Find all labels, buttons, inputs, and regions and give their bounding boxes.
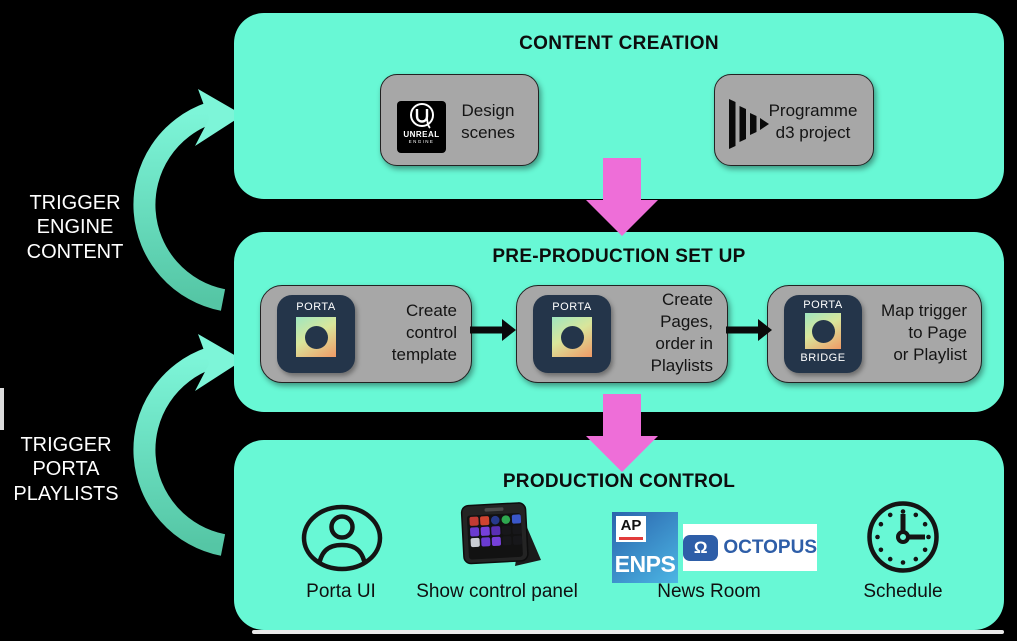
design-scenes-card: UNREAL ENGINE Design scenes xyxy=(380,74,539,166)
show-control-panel-label: Show control panel xyxy=(416,581,578,602)
porta-bridge-word: BRIDGE xyxy=(800,352,846,364)
create-control-template-card: PORTA Create control template xyxy=(260,285,472,383)
enps-logo-word: ENPS xyxy=(614,551,676,577)
create-control-template-label: Create control template xyxy=(391,301,457,365)
step-right-arrow-icon xyxy=(470,319,516,341)
flow-down-arrow-icon xyxy=(586,158,658,236)
trigger-porta-arrow-icon xyxy=(133,334,243,556)
trigger-engine-arrow-icon xyxy=(133,89,243,311)
pre-production-panel: PRE-PRODUCTION SET UP PORTA Create contr… xyxy=(234,232,1004,412)
create-pages-card: PORTA Create Pages, order in Playlists xyxy=(516,285,728,383)
porta-logo-word: PORTA xyxy=(803,299,843,311)
octopus-logo-word: OCTOPUS xyxy=(723,536,817,558)
pre-production-title: PRE-PRODUCTION SET UP xyxy=(492,246,746,267)
unreal-logo-subword: ENGINE xyxy=(408,139,435,144)
porta-ui-label: Porta UI xyxy=(306,581,376,602)
porta-gradient-mark xyxy=(296,317,336,357)
trigger-loop-arrows-icon xyxy=(133,89,243,556)
ap-logo-icon: AP xyxy=(616,516,646,542)
octopus-omega-icon: Ω xyxy=(683,534,719,561)
step-right-arrow-icon xyxy=(726,319,772,341)
design-scenes-label: Design scenes xyxy=(461,101,515,143)
news-room-label: News Room xyxy=(657,581,761,602)
ap-enps-logo: AP ENPS xyxy=(612,512,678,583)
ap-logo-word: AP xyxy=(620,517,642,534)
screen-edge-artifact xyxy=(0,388,4,430)
porta-logo-icon: PORTA xyxy=(533,295,611,373)
porta-logo-word: PORTA xyxy=(296,301,336,313)
d3-disguise-logo-icon xyxy=(729,99,769,149)
unreal-monogram-icon xyxy=(409,103,434,129)
porta-dot-mark xyxy=(304,325,328,349)
porta-gradient-mark xyxy=(552,317,592,357)
programme-d3-card: Programme d3 project xyxy=(714,74,874,166)
clock-icon xyxy=(867,501,939,573)
porta-gradient-mark xyxy=(805,313,841,349)
omega-symbol: Ω xyxy=(693,538,708,557)
map-trigger-card: PORTA BRIDGE Map trigger to Page or Play… xyxy=(767,285,982,383)
create-pages-label: Create Pages, order in Playlists xyxy=(650,290,713,376)
trigger-porta-playlists-label: TRIGGER PORTA PLAYLISTS xyxy=(13,434,119,505)
schedule-label: Schedule xyxy=(863,581,943,602)
octopus-logo: Ω OCTOPUS xyxy=(683,524,817,571)
production-control-title: PRODUCTION CONTROL xyxy=(502,471,736,492)
trigger-engine-content-label: TRIGGER ENGINE CONTENT xyxy=(26,192,124,263)
porta-dot-mark xyxy=(811,319,835,343)
bottom-edge-strip xyxy=(252,630,1004,634)
porta-dot-mark xyxy=(560,325,584,349)
programme-d3-label: Programme d3 project xyxy=(768,101,858,143)
porta-logo-icon: PORTA xyxy=(277,295,355,373)
ap-red-bar xyxy=(619,536,643,540)
flow-down-arrow-icon xyxy=(586,394,658,472)
unreal-engine-logo-icon: UNREAL ENGINE xyxy=(397,101,446,153)
stream-deck-icon xyxy=(460,502,541,566)
unreal-logo-word: UNREAL xyxy=(403,130,440,139)
content-creation-title: CONTENT CREATION xyxy=(519,33,719,54)
content-creation-panel: CONTENT CREATION UNREAL ENGINE Design sc… xyxy=(234,13,1004,199)
porta-bridge-logo-icon: PORTA BRIDGE xyxy=(784,295,862,373)
map-trigger-label: Map trigger to Page or Playlist xyxy=(881,301,967,365)
porta-logo-word: PORTA xyxy=(552,301,592,313)
user-avatar-icon xyxy=(301,504,383,572)
